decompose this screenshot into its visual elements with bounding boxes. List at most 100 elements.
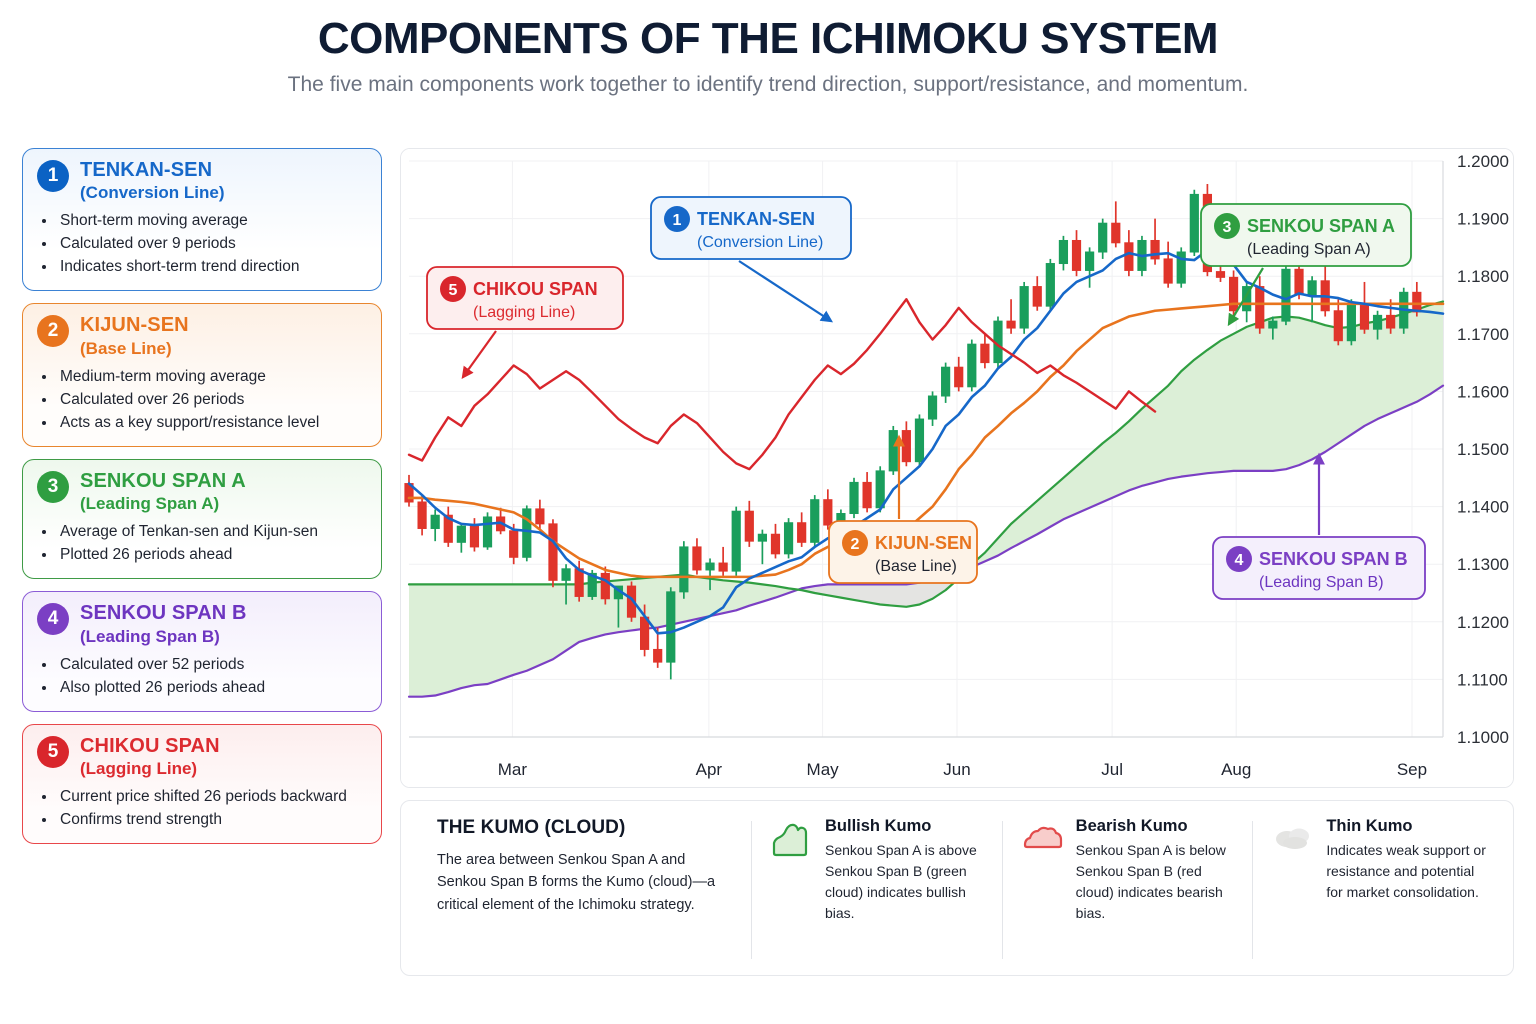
card-subtitle: (Lagging Line) (80, 759, 198, 779)
ichimoku-chart[interactable]: 1.20001.19001.18001.17001.16001.15001.14… (401, 149, 1513, 787)
card-titles: TENKAN-SEN (Conversion Line) (80, 159, 225, 202)
card-title: KIJUN-SEN (80, 314, 189, 337)
candlestick (1150, 239, 1160, 260)
candlestick (1281, 268, 1291, 322)
candlestick (1242, 286, 1252, 312)
x-axis-tick-label: Sep (1397, 760, 1427, 779)
candlestick (744, 510, 754, 542)
svg-text:5: 5 (449, 282, 458, 299)
candlestick (1386, 314, 1396, 329)
card-title: TENKAN-SEN (80, 159, 213, 181)
candlestick (888, 430, 898, 472)
header: COMPONENTS OF THE ICHIMOKU SYSTEM The fi… (0, 0, 1536, 100)
kumo-legend-panel: THE KUMO (CLOUD) The area between Senkou… (400, 800, 1514, 976)
candlestick (770, 533, 781, 555)
component-card-tenkan-sen[interactable]: 1 TENKAN-SEN (Conversion Line) Short-ter… (22, 148, 382, 292)
candlestick (587, 572, 597, 597)
candlestick (1006, 320, 1016, 329)
list-item: Plotted 26 periods ahead (57, 544, 367, 566)
list-item: Short-term moving average (57, 210, 367, 232)
kumo-description: The area between Senkou Span A and Senko… (437, 852, 716, 913)
candlestick (666, 591, 676, 663)
card-title: SENKOU SPAN B (80, 602, 247, 625)
component-card-senkou-span-b[interactable]: 4 SENKOU SPAN B (Leading Span B) Calcula… (22, 591, 382, 712)
candlestick (718, 562, 728, 572)
svg-text:1: 1 (673, 212, 682, 229)
component-card-senkou-span-a[interactable]: 3 SENKOU SPAN A (Leading Span A) Average… (22, 458, 382, 580)
components-sidebar: 1 TENKAN-SEN (Conversion Line) Short-ter… (22, 148, 382, 1008)
legend-description: Senkou Span A is above Senkou Span B (gr… (825, 842, 977, 921)
candlestick (1163, 258, 1173, 284)
legend-text-block: Bullish Kumo Senkou Span A is above Senk… (825, 817, 988, 963)
candlestick (1098, 222, 1108, 253)
kumo-heading: THE KUMO (CLOUD) (437, 817, 626, 838)
kumo-cloud-region (409, 574, 802, 697)
svg-text:4: 4 (1235, 552, 1244, 569)
callout-title: TENKAN-SEN (697, 209, 815, 229)
list-item: Confirms trend strength (57, 809, 367, 831)
number-badge-1: 1 (37, 160, 69, 192)
callout-number-badge (440, 276, 466, 302)
candlestick (1124, 242, 1134, 271)
callout-subtitle: (Leading Span A) (1247, 241, 1371, 258)
bearish-cloud-icon (1021, 817, 1065, 963)
candlestick (456, 525, 466, 543)
candlestick (692, 546, 702, 571)
legend-text-block: Bearish Kumo Senkou Span A is below Senk… (1076, 817, 1239, 963)
number-badge-5: 5 (37, 735, 69, 768)
x-axis-tick-label: Aug (1221, 760, 1251, 779)
list-item: Also plotted 26 periods ahead (57, 677, 367, 699)
candlestick (731, 510, 741, 572)
page-subtitle: The five main components work together t… (287, 73, 1249, 97)
candlestick (810, 499, 820, 543)
component-card-chikou-span[interactable]: 5 CHIKOU SPAN (Lagging Line) Current pri… (22, 723, 382, 845)
candlestick (1215, 271, 1226, 278)
candlestick (783, 522, 794, 555)
candlestick (901, 430, 911, 463)
card-header: 4 SENKOU SPAN B (Leading Span B) (37, 602, 367, 646)
svg-text:2: 2 (851, 536, 860, 553)
card-titles: CHIKOU SPAN (Lagging Line) (80, 735, 220, 778)
candlestick (1228, 276, 1239, 312)
candlestick (875, 470, 885, 509)
component-card-kijun-sen[interactable]: 2 KIJUN-SEN (Base Line) Medium-term movi… (22, 303, 382, 447)
list-item: Current price shifted 26 periods backwar… (57, 786, 367, 808)
candlestick (980, 343, 990, 364)
list-item: Average of Tenkan-sen and Kijun-sen (57, 521, 367, 543)
card-bullet-list: Short-term moving average Calculated ove… (57, 210, 367, 278)
divider (1001, 821, 1003, 959)
y-axis-tick-label: 1.2000 (1457, 152, 1509, 171)
candlestick (954, 366, 964, 388)
candlestick (862, 481, 872, 509)
x-axis-tick-label: Mar (498, 760, 528, 779)
callout-number-badge (1214, 213, 1240, 239)
candlestick (849, 481, 859, 515)
card-header: 5 CHIKOU SPAN (Lagging Line) (37, 735, 367, 778)
content-area: 1 TENKAN-SEN (Conversion Line) Short-ter… (0, 148, 1536, 1008)
candlestick (823, 499, 833, 526)
candlestick (1294, 268, 1304, 296)
candlestick (705, 562, 715, 571)
card-bullet-list: Current price shifted 26 periods backwar… (57, 786, 367, 831)
card-header: 2 KIJUN-SEN (Base Line) (37, 314, 367, 358)
kumo-legend-bullish: Bullish Kumo Senkou Span A is above Senk… (752, 817, 1002, 963)
y-axis-tick-label: 1.1500 (1457, 440, 1509, 459)
y-axis-tick-label: 1.1700 (1457, 325, 1509, 344)
thin-cloud-icon (1271, 817, 1315, 963)
callout-number-badge (664, 206, 690, 232)
candlestick (1307, 280, 1317, 296)
page-title: COMPONENTS OF THE ICHIMOKU SYSTEM (317, 14, 1219, 63)
kumo-cloud-region (971, 301, 1443, 568)
candlestick (797, 522, 807, 543)
candlestick (679, 546, 689, 593)
y-axis-tick-label: 1.1900 (1457, 210, 1509, 229)
number-badge-2: 2 (37, 315, 69, 348)
card-subtitle: (Leading Span B) (80, 626, 220, 646)
